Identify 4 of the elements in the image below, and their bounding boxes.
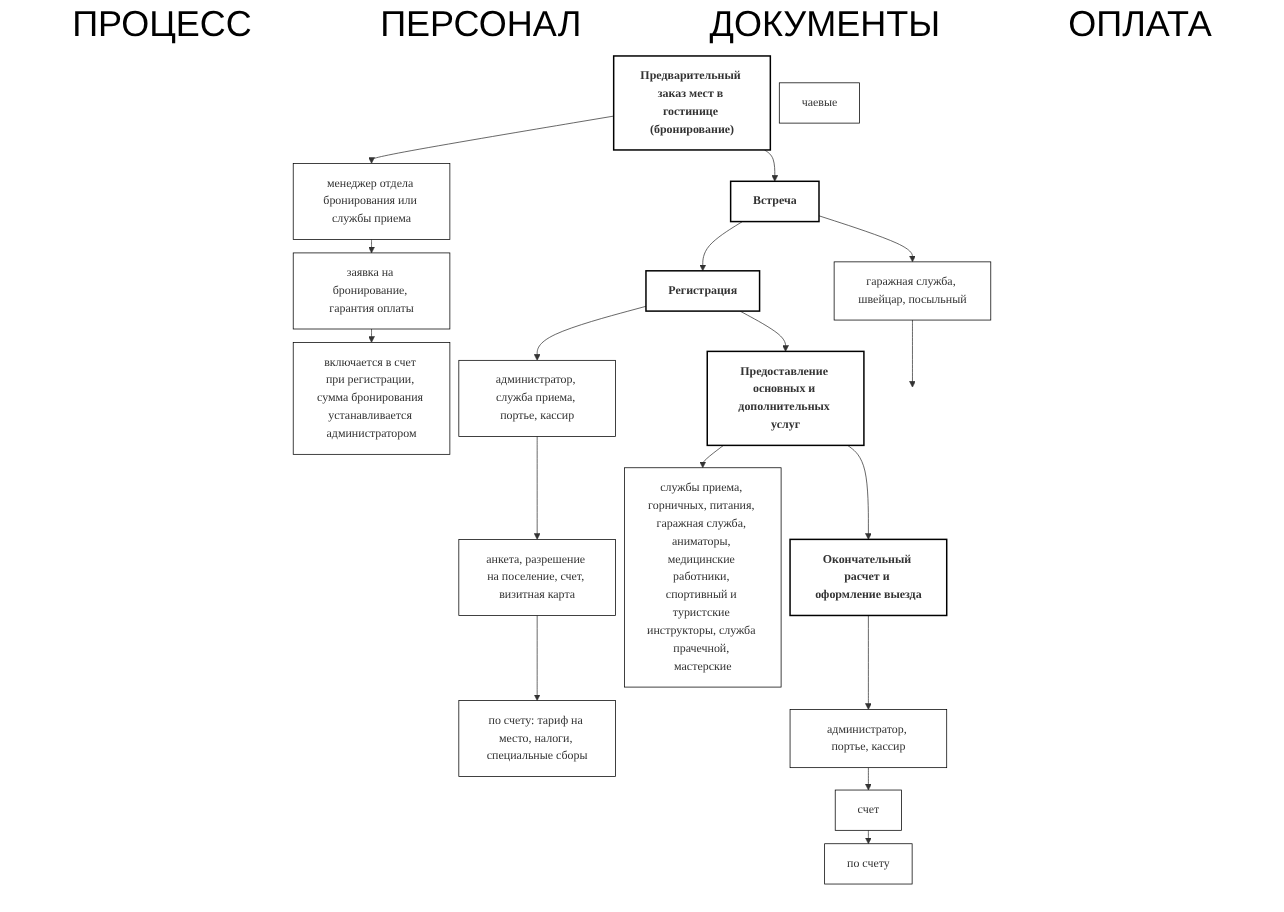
column-heading: ПЕРСОНАЛ [380,4,582,46]
column-heading: ОПЛАТА [1068,4,1212,46]
column-heading: ДОКУМЕНТЫ [709,4,941,46]
column-heading: ПРОЦЕСС [72,4,252,46]
